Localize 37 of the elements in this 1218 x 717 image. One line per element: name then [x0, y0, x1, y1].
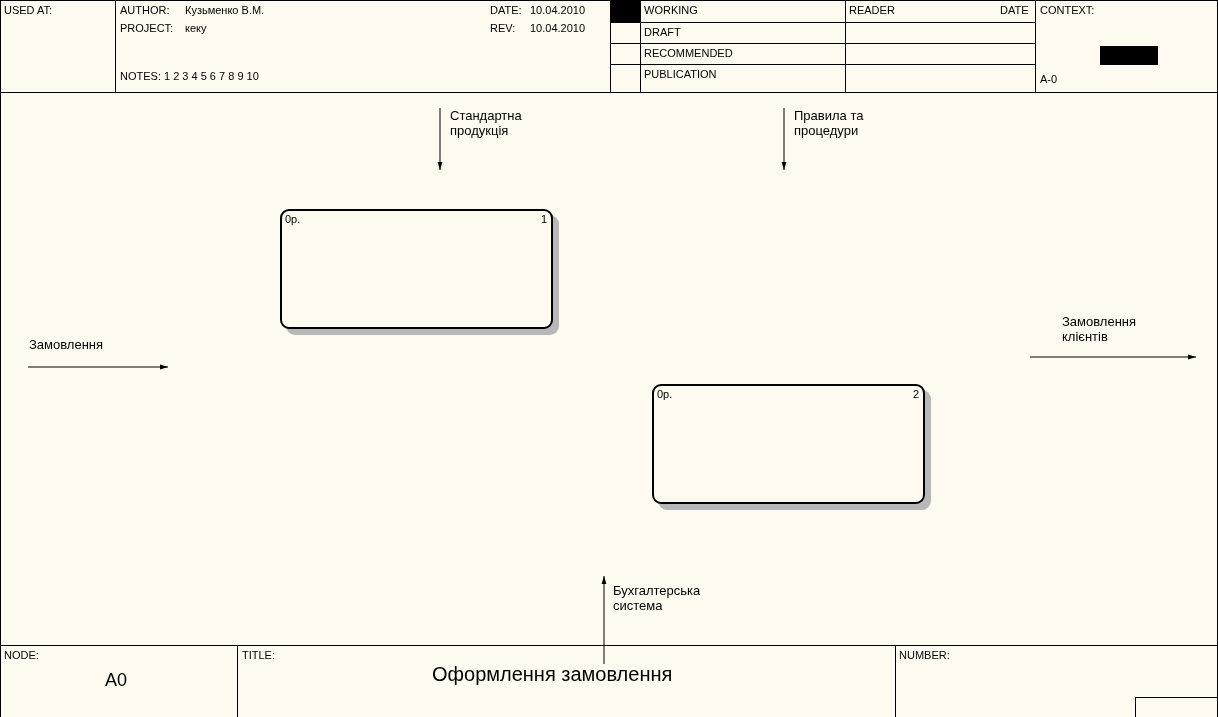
field-label: PROJECT:: [120, 22, 174, 35]
status-label: RECOMMENDED: [644, 47, 733, 60]
arrow-label: Бухгалтерська система: [613, 583, 743, 613]
author-name: Кузьменко В.М.: [185, 4, 265, 17]
diagram-title: Оформлення замовлення: [432, 662, 673, 686]
arrow-label: Стандартна продукція: [450, 108, 560, 138]
activity-number: 1: [540, 213, 547, 226]
field-label: USED AT:: [4, 4, 53, 17]
field-label: AUTHOR:: [120, 4, 170, 17]
arrow: [781, 107, 787, 171]
field-label: CONTEXT:: [1040, 4, 1095, 17]
field-label: DATE:: [490, 4, 522, 17]
activity-cost: 0р.: [285, 213, 301, 226]
arrow: [1029, 354, 1197, 360]
activity-number: 2: [912, 388, 919, 401]
field-label: REV:: [490, 22, 516, 35]
project-name: кеку: [185, 22, 207, 35]
date-value: 10.04.2010: [530, 22, 586, 35]
field-label: TITLE:: [242, 649, 275, 662]
context-number: A-0: [1040, 73, 1058, 86]
status-label: PUBLICATION: [644, 68, 717, 81]
arrow-label: Правила та процедури: [794, 108, 904, 138]
field-label: READER: [849, 4, 895, 17]
arrow-label: Замовлення: [29, 337, 119, 352]
field-label: DATE: [1000, 4, 1029, 17]
field-label: NUMBER:: [899, 649, 950, 662]
field-label: NODE:: [4, 649, 39, 662]
activity-cost: 0р.: [657, 388, 673, 401]
arrow-label: Замовлення клієнтів: [1062, 314, 1177, 344]
node-number: A0: [105, 669, 128, 691]
notes-label: NOTES: 1 2 3 4 5 6 7 8 9 10: [120, 70, 259, 83]
date-value: 10.04.2010: [530, 4, 586, 17]
status-label: DRAFT: [644, 26, 681, 39]
arrow: [27, 364, 169, 370]
status-label: WORKING: [644, 4, 698, 17]
arrow: [601, 575, 607, 665]
arrow: [437, 107, 443, 171]
